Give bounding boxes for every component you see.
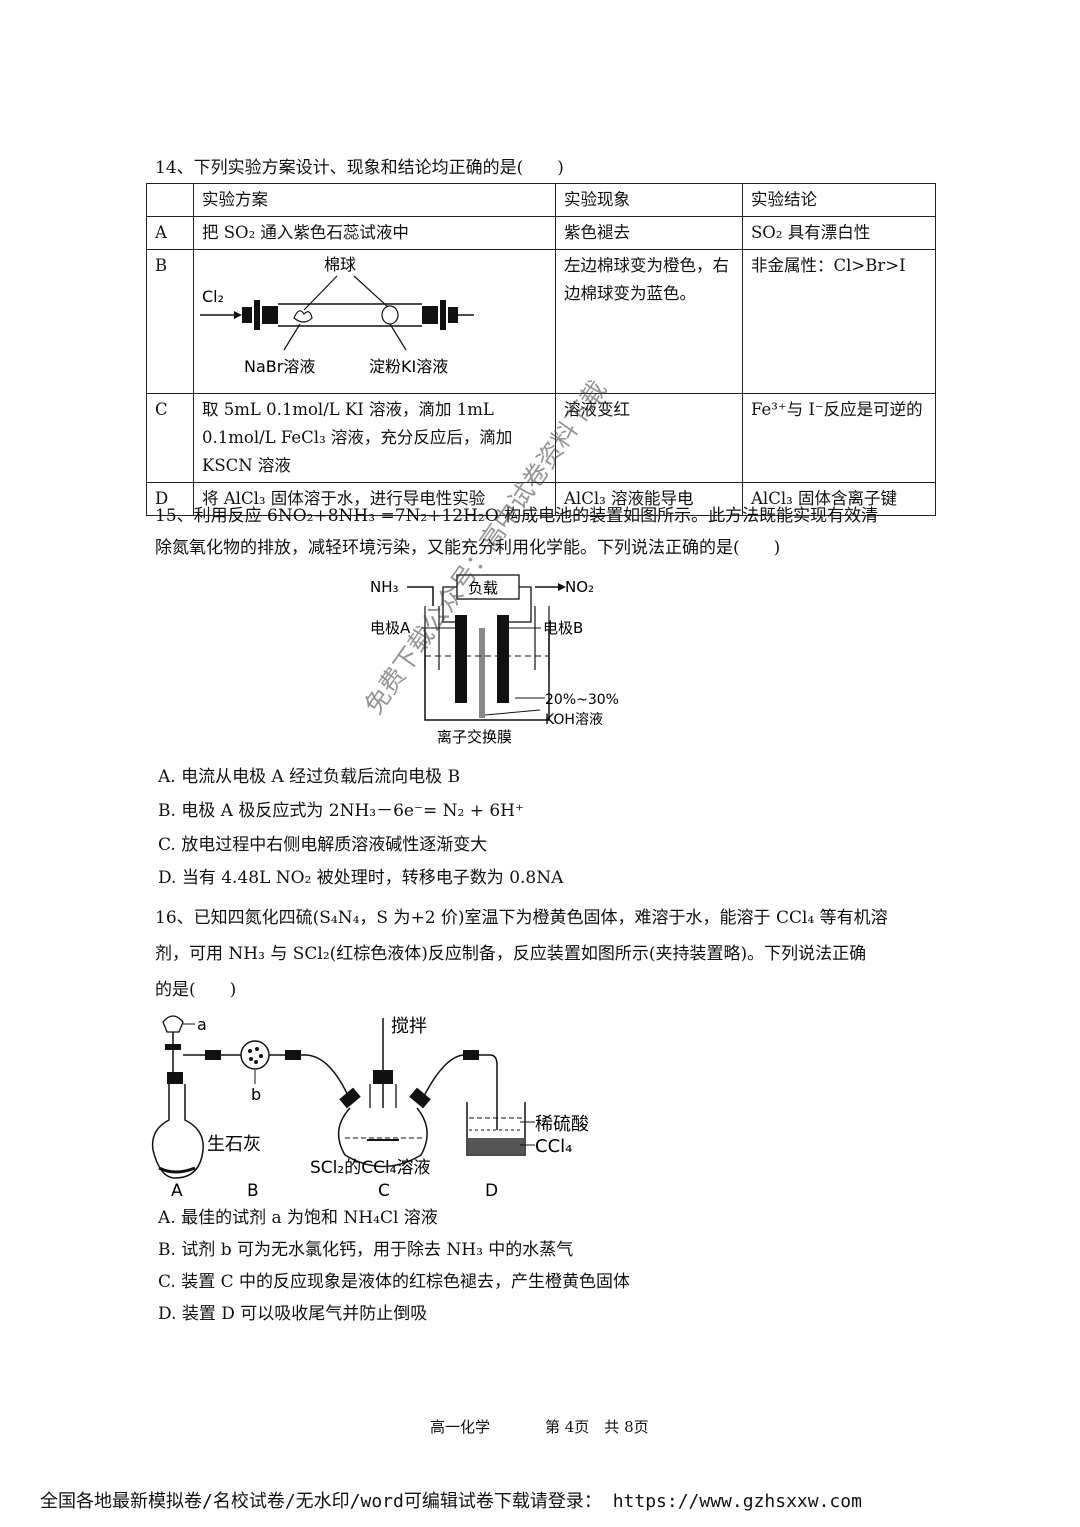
row-label: A	[146, 216, 194, 250]
ki-label: 淀粉KI溶液	[369, 357, 448, 376]
row-phenomenon: 紫色褪去	[555, 216, 743, 250]
round-flask	[151, 1084, 204, 1179]
q15-option-d: D. 当有 4.48L NO₂ 被处理时，转移电子数为 0.8NA	[158, 868, 564, 888]
q15-option-b: B. 电极 A 极反应式为 2NH₃－6e⁻= N₂ + 6H⁺	[158, 801, 524, 821]
ccl4-label: CCl₄	[535, 1136, 572, 1157]
row-plan: 取 5mL 0.1mol/L KI 溶液，滴加 1mL 0.1mol/L FeC…	[193, 393, 556, 483]
reagent-b-label: b	[251, 1085, 261, 1104]
footer-page-number: 第 4页 共 8页	[545, 1418, 649, 1436]
electrode-a-label: 电极A	[370, 619, 411, 637]
battery-diagram: NH₃ NO₂ 负载 电极A 电极B 20%~30% KOH溶液 离子交换膜	[370, 574, 619, 746]
cl2-label: Cl₂	[202, 287, 224, 306]
quicklime-label: 生石灰	[207, 1134, 261, 1155]
load-label: 负载	[468, 579, 498, 597]
q16-option-d: D. 装置 D 可以吸收尾气并防止倒吸	[158, 1304, 428, 1324]
table-header: 实验方案	[193, 183, 556, 217]
dilute-h2so4-label: 稀硫酸	[535, 1114, 589, 1135]
q15-stem-line1: 15、利用反应 6NO₂+8NH₃ =7N₂+12H₂O 构成电池的装置如图所示…	[155, 506, 879, 526]
q16-option-b: B. 试剂 b 可为无水氯化钙，用于除去 NH₃ 中的水蒸气	[158, 1240, 574, 1260]
table-row: D 将 AlCl₃ 固体溶于水，进行导电性实验 AlCl₃ 溶液能导电 AlCl…	[146, 482, 936, 516]
scl2-solution-label: SCl₂的CCl₄溶液	[310, 1158, 430, 1178]
row-plan: 将 AlCl₃ 固体溶于水，进行导电性实验	[193, 482, 556, 516]
nabr-label: NaBr溶液	[244, 357, 315, 376]
load-box	[456, 574, 520, 600]
table-header: 实验现象	[555, 183, 743, 217]
cotton-label: 棉球	[324, 255, 356, 274]
q14-stem: 14、下列实验方案设计、现象和结论均正确的是( )	[155, 158, 564, 178]
q16-option-c: C. 装置 C 中的反应现象是液体的红棕色褪去，产生橙黄色固体	[158, 1272, 631, 1292]
drying-tube	[240, 1040, 270, 1070]
row-conclusion: AlCl₃ 固体含离子键	[742, 482, 936, 516]
row-plan-figure: 棉球 Cl₂ NaBr溶液 淀粉KI溶液	[193, 249, 556, 394]
table-row: B 棉球 Cl₂ Na	[146, 249, 936, 394]
q16-stem-line2: 剂，可用 NH₃ 与 SCl₂(红棕色液体)反应制备，反应装置如图所示(夹持装置…	[155, 944, 867, 964]
download-banner: 全国各地最新模拟卷/名校试卷/无水印/word可编辑试卷下载请登录： https…	[40, 1491, 862, 1512]
table-row: A 把 SO₂ 通入紫色石蕊试液中 紫色褪去 SO₂ 具有漂白性	[146, 216, 936, 250]
table-header	[146, 183, 194, 217]
koh-solution-label: KOH溶液	[545, 712, 603, 728]
row-conclusion: SO₂ 具有漂白性	[742, 216, 936, 250]
q16-stem-line3: 的是( )	[155, 980, 237, 1000]
footer-subject: 高一化学	[430, 1418, 491, 1436]
cl2-tube-diagram: 棉球 Cl₂ NaBr溶液 淀粉KI溶液	[200, 255, 474, 376]
electrode-a	[455, 615, 467, 703]
row-phenomenon: 左边棉球变为橙色，右边棉球变为蓝色。	[555, 249, 743, 394]
apparatus-c-label: C	[378, 1181, 390, 1201]
q14-table: 实验方案 实验现象 实验结论 A 把 SO₂ 通入紫色石蕊试液中 紫色褪去 SO…	[146, 183, 936, 516]
apparatus-a-label: A	[171, 1181, 183, 1201]
row-phenomenon: AlCl₃ 溶液能导电	[555, 482, 743, 516]
ion-exchange-membrane	[479, 628, 485, 718]
dropping-funnel	[162, 1015, 184, 1033]
q16-option-a: A. 最佳的试剂 a 为饱和 NH₄Cl 溶液	[158, 1208, 438, 1228]
table-header: 实验结论	[742, 183, 936, 217]
row-plan: 把 SO₂ 通入紫色石蕊试液中	[193, 216, 556, 250]
beaker	[424, 630, 550, 721]
q15-option-c: C. 放电过程中右侧电解质溶液碱性逐渐变大	[158, 835, 488, 855]
membrane-label: 离子交换膜	[437, 728, 512, 746]
table-header-row: 实验方案 实验现象 实验结论	[146, 183, 936, 217]
stir-label: 搅拌	[391, 1016, 427, 1037]
row-label: C	[146, 393, 194, 483]
no2-label: NO₂	[565, 578, 594, 596]
nh3-label: NH₃	[370, 578, 399, 596]
apparatus-diagram: a 生石灰 b 搅拌 SCl₂的CCl₄溶液 稀硫酸 CCl₄ A B C D	[151, 1015, 589, 1201]
row-conclusion: Fe³⁺与 I⁻反应是可逆的	[742, 393, 936, 483]
cotton-ball-left	[293, 310, 313, 323]
electrode-b-label: 电极B	[543, 619, 583, 637]
apparatus-b-label: B	[247, 1181, 259, 1201]
cotton-ball-right	[381, 305, 399, 325]
row-label: B	[146, 249, 194, 394]
reagent-a-label: a	[197, 1015, 207, 1034]
q15-stem-line2: 除氮氧化物的排放，减轻环境污染，又能充分利用化学能。下列说法正确的是( )	[155, 538, 781, 558]
row-phenomenon: 溶液变红	[555, 393, 743, 483]
table-row: C 取 5mL 0.1mol/L KI 溶液，滴加 1mL 0.1mol/L F…	[146, 393, 936, 483]
row-conclusion: 非金属性：Cl>Br>I	[742, 249, 936, 394]
row-label: D	[146, 482, 194, 516]
q16-stem-line1: 16、已知四氮化四硫(S₄N₄，S 为+2 价)室温下为橙黄色固体，难溶于水，能…	[155, 908, 888, 928]
three-neck-flask	[337, 1107, 428, 1168]
beaker-d	[466, 1102, 526, 1156]
electrode-b	[497, 615, 509, 703]
apparatus-d-label: D	[485, 1181, 498, 1201]
koh-concentration-label: 20%~30%	[545, 692, 619, 708]
q15-option-a: A. 电流从电极 A 经过负载后流向电极 B	[158, 767, 461, 787]
